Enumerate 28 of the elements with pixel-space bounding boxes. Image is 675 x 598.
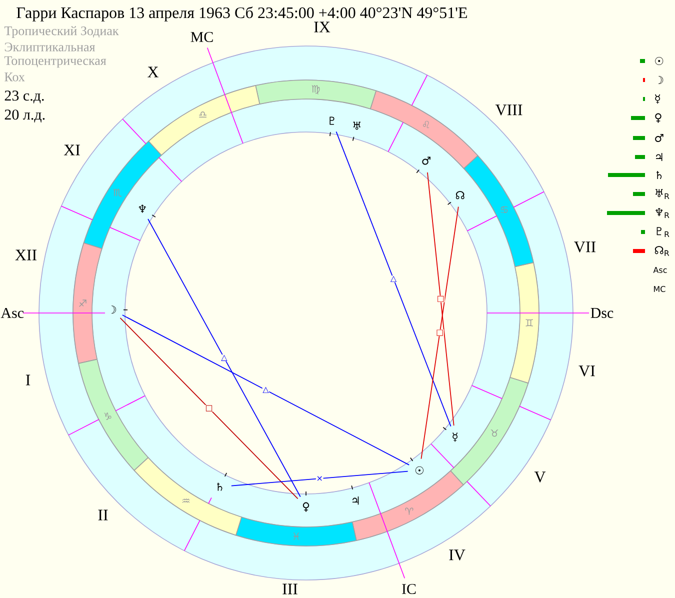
bar-label: ♆$_{R}$ [656, 208, 670, 218]
axis-label: IC [402, 584, 416, 594]
axis-label: Dsc [590, 308, 614, 318]
bar-label: ♄ [656, 171, 662, 180]
chart-info-text: Кох [4, 72, 25, 82]
house-number: I [26, 374, 30, 386]
house-number: VI [578, 366, 595, 376]
bar-label: ☉ [655, 57, 664, 66]
axis-label: MC [190, 32, 213, 42]
house-number: VII [574, 242, 596, 252]
bar-label: MC [654, 286, 666, 292]
house-number: III [282, 584, 298, 594]
bar-label: ♃ [656, 153, 662, 162]
chart-info-text: Тропический Зодиак [4, 26, 119, 38]
bar-label: ♇$_{R}$ [656, 227, 670, 237]
bar-label: ♂ [655, 134, 664, 142]
axis-label: Asc [0, 308, 24, 318]
bar-label: ♅$_{R}$ [656, 189, 670, 199]
house-number: IX [314, 22, 330, 32]
bar-label: ♀ [655, 113, 662, 123]
chart-title: Гарри Каспаров 13 апреля 1963 Сб 23:45:00 +4:00 40°23'N 49°51'E [16, 6, 467, 22]
bar-label: ☿ [655, 94, 660, 104]
bar-label: ☽ [658, 76, 664, 84]
bar-label: Asc [653, 267, 667, 273]
chart-info-text: 23 с.д. [4, 90, 44, 104]
house-number: XII [15, 250, 37, 260]
bar-label: ☊$_{R}$ [654, 246, 670, 256]
chart-info-text: 20 л.д. [4, 110, 45, 122]
